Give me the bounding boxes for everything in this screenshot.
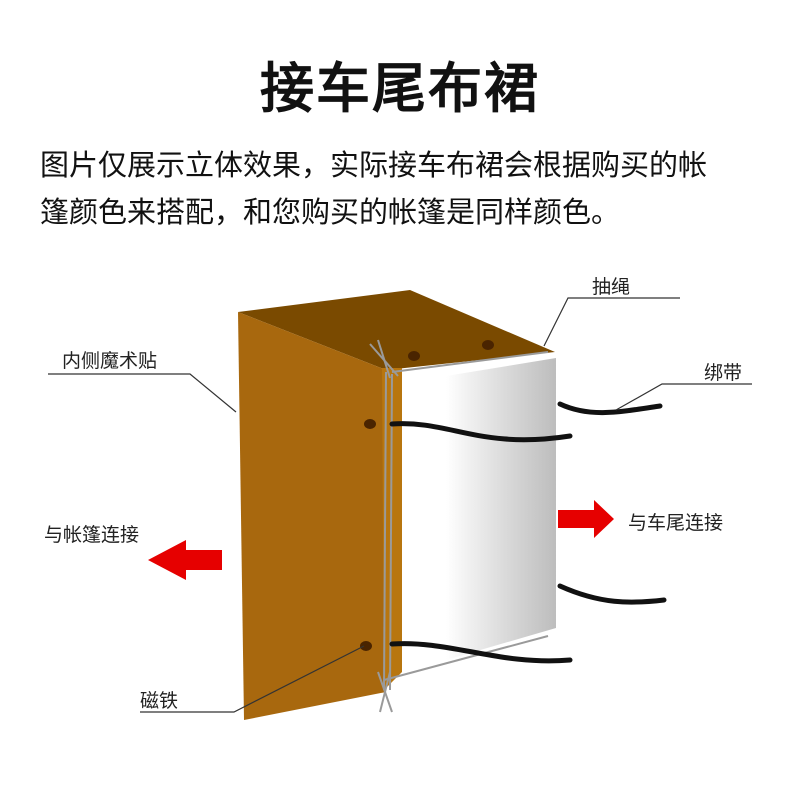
label-connect-car: 与车尾连接 [628,512,724,534]
page-title: 接车尾布裙 [260,57,540,120]
top-dot-2 [482,340,494,350]
magnet-dot-top [364,419,376,429]
label-connect-tent: 与帐篷连接 [44,524,140,546]
label-drawstring: 抽绳 [592,276,631,298]
inner-panel [446,358,556,660]
description-line-1: 图片仅展示立体效果，实际接车布裙会根据购买的帐 [40,148,708,182]
top-panel [238,290,555,370]
attachment-dots [360,340,494,651]
inner-opening [402,376,446,672]
arrow-right-icon [558,500,614,538]
arrow-left-icon [148,540,222,580]
label-inner-velcro: 内侧魔术贴 [62,350,158,372]
description-line-2: 篷颜色来搭配，和您购买的帐篷是同样颜色。 [40,195,621,229]
top-dot-1 [408,351,420,361]
magnet-dot-bottom [360,641,372,651]
strap-top-inner [389,421,573,443]
label-strap: 绑带 [704,362,743,384]
leader-magnet [140,645,365,713]
left-panel [238,312,386,720]
strap-bottom-inner [389,641,573,664]
straps [389,401,667,664]
drawstring [369,339,549,713]
label-magnet: 磁铁 [140,690,179,712]
strap-top-outer [557,401,663,416]
leader-velcro [48,373,237,413]
description: 图片仅展示立体效果，实际接车布裙会根据购买的帐 篷颜色来搭配，和您购买的帐篷是同… [40,142,770,236]
leader-lines [48,297,752,713]
leader-drawstring [543,297,680,347]
leader-strap [615,383,752,411]
strap-bottom-outer [557,583,667,605]
